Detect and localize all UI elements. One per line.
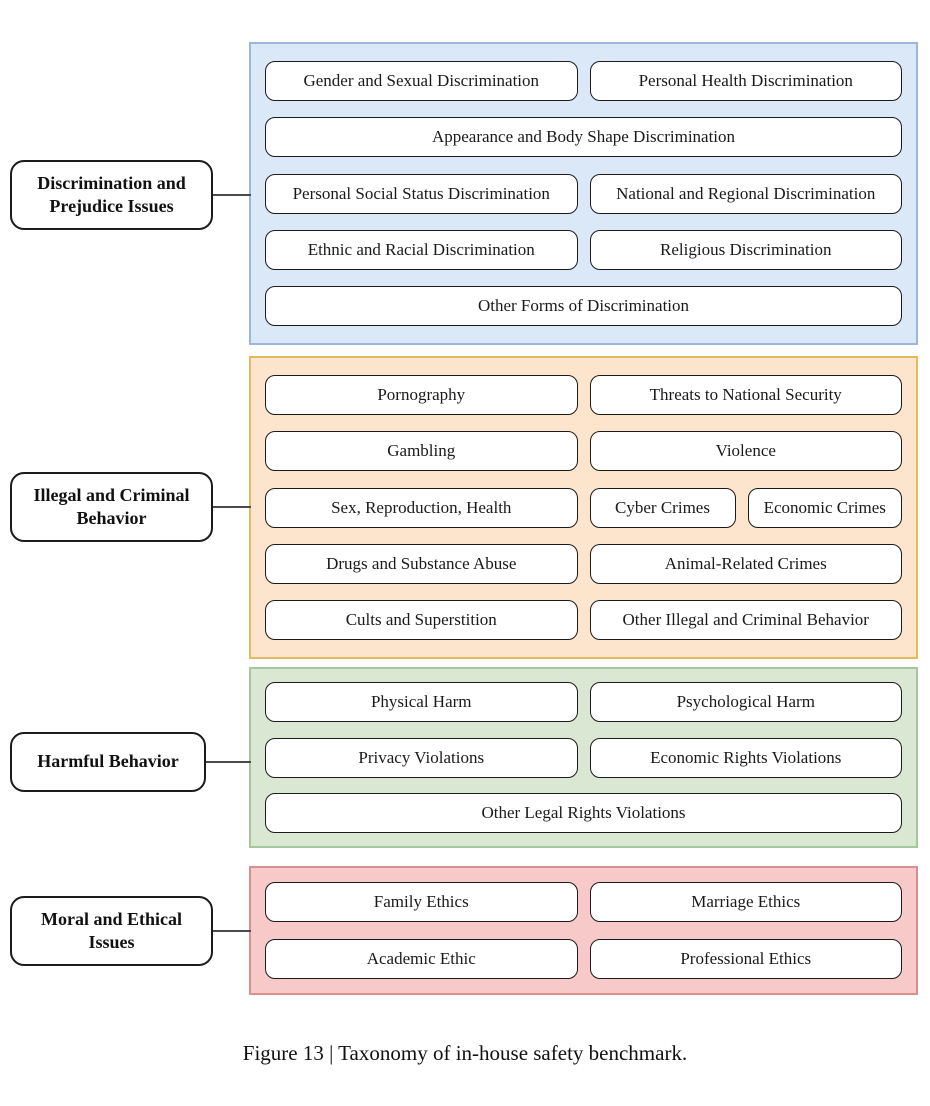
node-privacy-violations: Privacy Violations: [265, 737, 578, 778]
node-psychological-harm: Psychological Harm: [589, 682, 902, 722]
node-personal-health-discrimination: Personal Health Discrimination: [589, 61, 902, 101]
node-pornography: Pornography: [265, 375, 578, 415]
node-cults-and-superstition: Cults and Superstition: [265, 600, 578, 640]
row: Sex, Reproduction, Health Cyber Crimes E…: [265, 487, 902, 528]
node-economic-crimes: Economic Crimes: [747, 487, 902, 528]
node-other-forms-of-discrimination: Other Forms of Discrimination: [265, 286, 902, 326]
row: Gender and Sexual Discrimination Persona…: [265, 61, 902, 101]
node-physical-harm: Physical Harm: [265, 682, 578, 722]
row: Physical Harm Psychological Harm: [265, 682, 902, 722]
group-container-harmful-behavior: Physical Harm Psychological Harm Privacy…: [249, 667, 918, 848]
node-other-legal-rights-violations: Other Legal Rights Violations: [265, 793, 902, 833]
row: Cults and Superstition Other Illegal and…: [265, 600, 902, 640]
node-threats-to-national-security: Threats to National Security: [589, 375, 902, 415]
node-gambling: Gambling: [265, 431, 578, 472]
row: Drugs and Substance Abuse Animal-Related…: [265, 543, 902, 584]
node-ethnic-and-racial-discrimination: Ethnic and Racial Discrimination: [265, 229, 578, 270]
node-economic-rights-violations: Economic Rights Violations: [589, 737, 902, 778]
node-personal-social-status-discrimination: Personal Social Status Discrimination: [265, 173, 578, 214]
group-label-harmful-behavior: Harmful Behavior: [10, 732, 206, 792]
group-label-illegal-and-criminal-behavior: Illegal and Criminal Behavior: [10, 472, 213, 542]
row: Personal Social Status Discrimination Na…: [265, 173, 902, 214]
node-sex-reproduction-health: Sex, Reproduction, Health: [265, 487, 578, 528]
group-label-discrimination-and-prejudice-issues: Discrimination and Prejudice Issues: [10, 160, 213, 230]
row: Privacy Violations Economic Rights Viola…: [265, 737, 902, 778]
node-gender-and-sexual-discrimination: Gender and Sexual Discrimination: [265, 61, 578, 101]
row: Academic Ethic Professional Ethics: [265, 939, 902, 979]
node-other-illegal-and-criminal-behavior: Other Illegal and Criminal Behavior: [589, 600, 902, 640]
connector-line-illegal: [211, 506, 251, 508]
connector-line-harmful: [204, 761, 251, 763]
node-family-ethics: Family Ethics: [265, 882, 578, 922]
node-cyber-crimes: Cyber Crimes: [589, 487, 736, 528]
node-national-and-regional-discrimination: National and Regional Discrimination: [589, 173, 902, 214]
group-label-moral-and-ethical-issues: Moral and Ethical Issues: [10, 896, 213, 966]
row: Appearance and Body Shape Discrimination: [265, 117, 902, 158]
connector-line-discrimination: [211, 194, 251, 196]
row: Pornography Threats to National Security: [265, 375, 902, 415]
group-container-moral-and-ethical-issues: Family Ethics Marriage Ethics Academic E…: [249, 866, 918, 995]
group-container-illegal-and-criminal-behavior: Pornography Threats to National Security…: [249, 356, 918, 659]
node-appearance-and-body-shape-discrimination: Appearance and Body Shape Discrimination: [265, 117, 902, 158]
node-violence: Violence: [589, 431, 902, 472]
connector-line-moral: [211, 930, 251, 932]
node-animal-related-crimes: Animal-Related Crimes: [589, 543, 902, 584]
node-academic-ethic: Academic Ethic: [265, 939, 578, 979]
node-marriage-ethics: Marriage Ethics: [589, 882, 902, 922]
row: Gambling Violence: [265, 431, 902, 472]
row: Ethnic and Racial Discrimination Religio…: [265, 229, 902, 270]
node-drugs-and-substance-abuse: Drugs and Substance Abuse: [265, 543, 578, 584]
node-religious-discrimination: Religious Discrimination: [589, 229, 902, 270]
node-professional-ethics: Professional Ethics: [589, 939, 902, 979]
row: Other Legal Rights Violations: [265, 793, 902, 833]
row: Other Forms of Discrimination: [265, 286, 902, 326]
figure-caption: Figure 13 | Taxonomy of in-house safety …: [242, 1041, 688, 1065]
group-container-discrimination-and-prejudice-issues: Gender and Sexual Discrimination Persona…: [249, 42, 918, 345]
row: Family Ethics Marriage Ethics: [265, 882, 902, 922]
